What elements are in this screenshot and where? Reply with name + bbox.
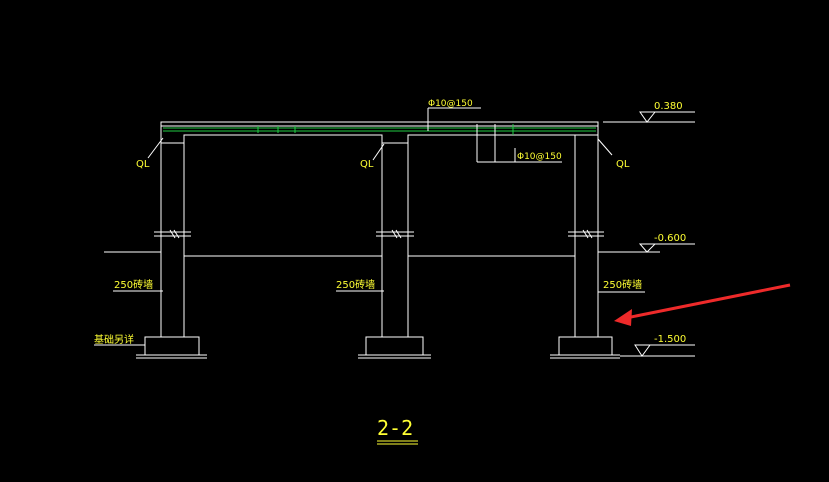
stirrup-detail — [476, 124, 516, 163]
label-rebar-top: Φ10@150 — [428, 99, 473, 109]
label-wall-middle: 250砖墙 — [336, 278, 375, 291]
label-wall-right: 250砖墙 — [603, 278, 642, 291]
wall-middle — [358, 143, 431, 359]
label-wall-left: 250砖墙 — [114, 278, 153, 291]
elevation-mid — [638, 243, 695, 253]
label-ql-left: QL — [136, 159, 150, 170]
label-ql-middle: QL — [360, 159, 374, 170]
elevation-bottom-value: -1.500 — [654, 334, 686, 345]
label-ql-right: QL — [616, 159, 630, 170]
elevation-top-value: 0.380 — [654, 101, 683, 112]
rebar-lines — [163, 124, 596, 135]
wall-left — [136, 143, 207, 359]
section-title: 2-2 — [377, 416, 413, 440]
ring-beam — [160, 121, 599, 144]
ground-lines — [104, 251, 660, 257]
leader-lines — [94, 107, 645, 346]
label-foundation-note: 基础另详 — [94, 333, 134, 346]
elevation-top — [603, 111, 695, 123]
label-rebar-right: Φ10@150 — [517, 152, 562, 162]
title-underline — [377, 440, 418, 445]
elevation-bottom — [620, 344, 695, 357]
wall-right — [550, 135, 620, 359]
elevation-mid-value: -0.600 — [654, 233, 686, 244]
red-arrow — [614, 283, 791, 326]
